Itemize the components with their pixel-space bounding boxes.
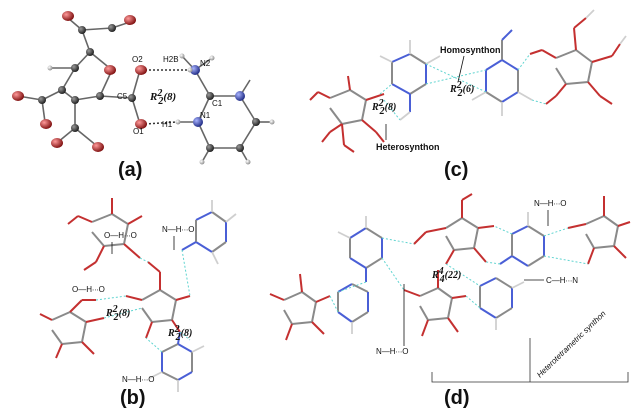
- interaction-nho-top-d: N—H∙∙∙O: [534, 199, 566, 208]
- panel-c-network: [309, 9, 627, 153]
- panel-label-b: (b): [120, 387, 146, 409]
- atom-label-n2: N2: [200, 59, 211, 68]
- atom-label-h2b: H2B: [163, 55, 179, 64]
- panel-label-a: (a): [118, 159, 142, 181]
- atom-label-h1: H1: [162, 120, 173, 129]
- panel-label-c: (c): [444, 159, 468, 181]
- interaction-nho-top: N—H∙∙∙O: [162, 225, 194, 234]
- panel-a-molecule: [12, 11, 275, 165]
- atom-label-n1: N1: [200, 111, 211, 120]
- synthon-bracket: [431, 338, 629, 383]
- ring-a-size: (8): [163, 91, 176, 103]
- homosynthon-pointer: [457, 55, 465, 83]
- svg-text:R22(8): R22(8): [149, 88, 176, 107]
- heterosynthon-label: Heterosynthon: [376, 142, 440, 152]
- atom-label-c5: C5: [117, 92, 128, 101]
- ring-a-r: R: [149, 91, 157, 103]
- interaction-nho-bottom-d: N—H∙∙∙O: [376, 347, 408, 356]
- interaction-oho-top: O—H∙∙∙O: [104, 231, 137, 240]
- ring-a-sup: 2: [156, 88, 162, 99]
- atom-label-c1: C1: [212, 99, 223, 108]
- atom-label-o2: O2: [132, 55, 143, 64]
- panel-d: N—H∙∙∙O C—H∙∙∙N N—H∙∙∙O R44(22) Heterote…: [269, 193, 631, 409]
- panel-d-network: [269, 193, 631, 341]
- ring-a-sub: 2: [157, 96, 163, 107]
- interaction-chn: C—H∙∙∙N: [546, 276, 578, 285]
- panel-b-network: [39, 198, 237, 392]
- interaction-nho-bottom: N—H∙∙∙O: [122, 375, 154, 384]
- panel-label-d: (d): [444, 387, 470, 409]
- panel-a: O2 H2B N2 C5 C1 O1 H1 N1 R22(8) (a): [12, 11, 275, 181]
- atom-label-o1: O1: [133, 127, 144, 136]
- homosynthon-label: Homosynthon: [440, 45, 501, 55]
- heterotetrametric-label: Heterotetrametric synthon: [535, 309, 608, 380]
- interaction-oho-left: O—H∙∙∙O: [72, 285, 105, 294]
